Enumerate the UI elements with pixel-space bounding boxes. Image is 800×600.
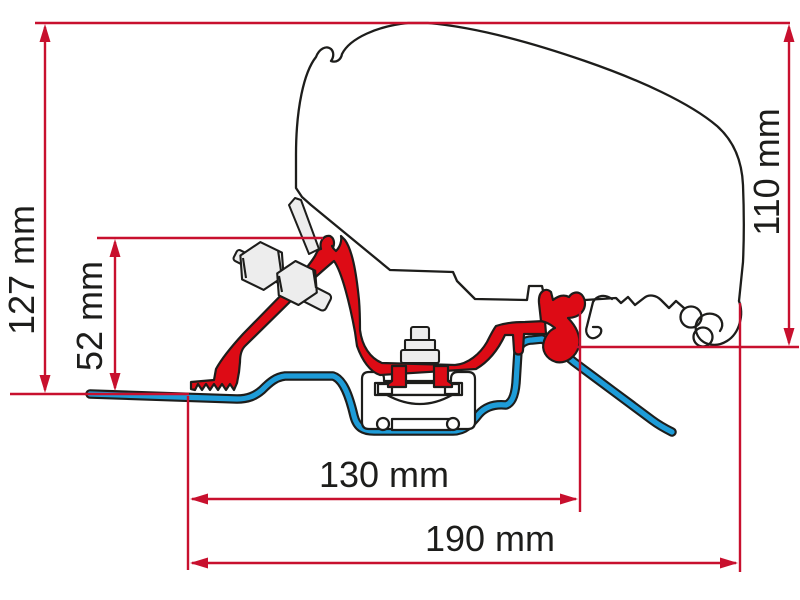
adapter-bracket-main — [189, 234, 548, 392]
gutter-strap — [288, 197, 320, 255]
arrow-110-down — [783, 328, 795, 346]
adapter-clamp-tab-right — [432, 364, 454, 389]
case-rail-spiral — [694, 299, 743, 346]
awning-case-outline — [294, 21, 745, 348]
adapter-bracket — [189, 234, 587, 392]
arrow-127-up — [39, 24, 51, 42]
arrow-127-down — [39, 375, 51, 393]
arrow-130-left — [190, 493, 208, 505]
dimension-arrows — [39, 24, 795, 569]
dimension-labels: 127 mm 52 mm 110 mm 130 mm 190 mm — [1, 108, 787, 559]
hex-bolt-upper-facet — [241, 249, 283, 279]
arrow-190-left — [190, 557, 208, 569]
dimension-label-inner-width: 130 mm — [319, 454, 449, 495]
mounting-bracket-hole-right — [445, 416, 461, 432]
arrow-130-right — [560, 493, 578, 505]
mounting-bracket-base — [390, 417, 453, 432]
arrow-110-up — [783, 24, 795, 42]
arrow-52-up — [109, 239, 121, 257]
case-rail-hook — [585, 294, 614, 340]
roof-profile-core — [87, 336, 675, 435]
case-rail-loop-lower — [692, 326, 714, 348]
hex-bolt-upper — [239, 241, 285, 291]
fasteners — [232, 241, 441, 365]
dimension-label-overall-height: 127 mm — [1, 205, 42, 335]
mounting-bracket-arc — [385, 393, 454, 405]
adapter-clamp-tab-left — [386, 364, 408, 389]
central-stud-top — [409, 325, 431, 343]
dimension-lines — [10, 21, 799, 572]
arrow-190-right — [720, 557, 738, 569]
dimension-label-bracket-height: 52 mm — [69, 261, 110, 371]
central-stud-base — [399, 348, 441, 365]
mounting-bracket-boss-left — [376, 382, 394, 396]
adapter-bracket-anchor — [537, 288, 587, 364]
hex-nut-lower — [276, 259, 318, 307]
hex-nut-lower-facet — [277, 268, 318, 293]
mounting-bracket-hole-left — [375, 416, 391, 432]
case-rail-loop-small — [679, 305, 703, 329]
roof-profile-line — [85, 334, 677, 437]
arrow-52-down — [109, 373, 121, 391]
mounting-bracket — [360, 370, 477, 432]
dimension-label-case-height: 110 mm — [746, 108, 787, 235]
dimension-label-overall-width: 190 mm — [425, 518, 555, 559]
awning-case-body — [294, 21, 745, 310]
